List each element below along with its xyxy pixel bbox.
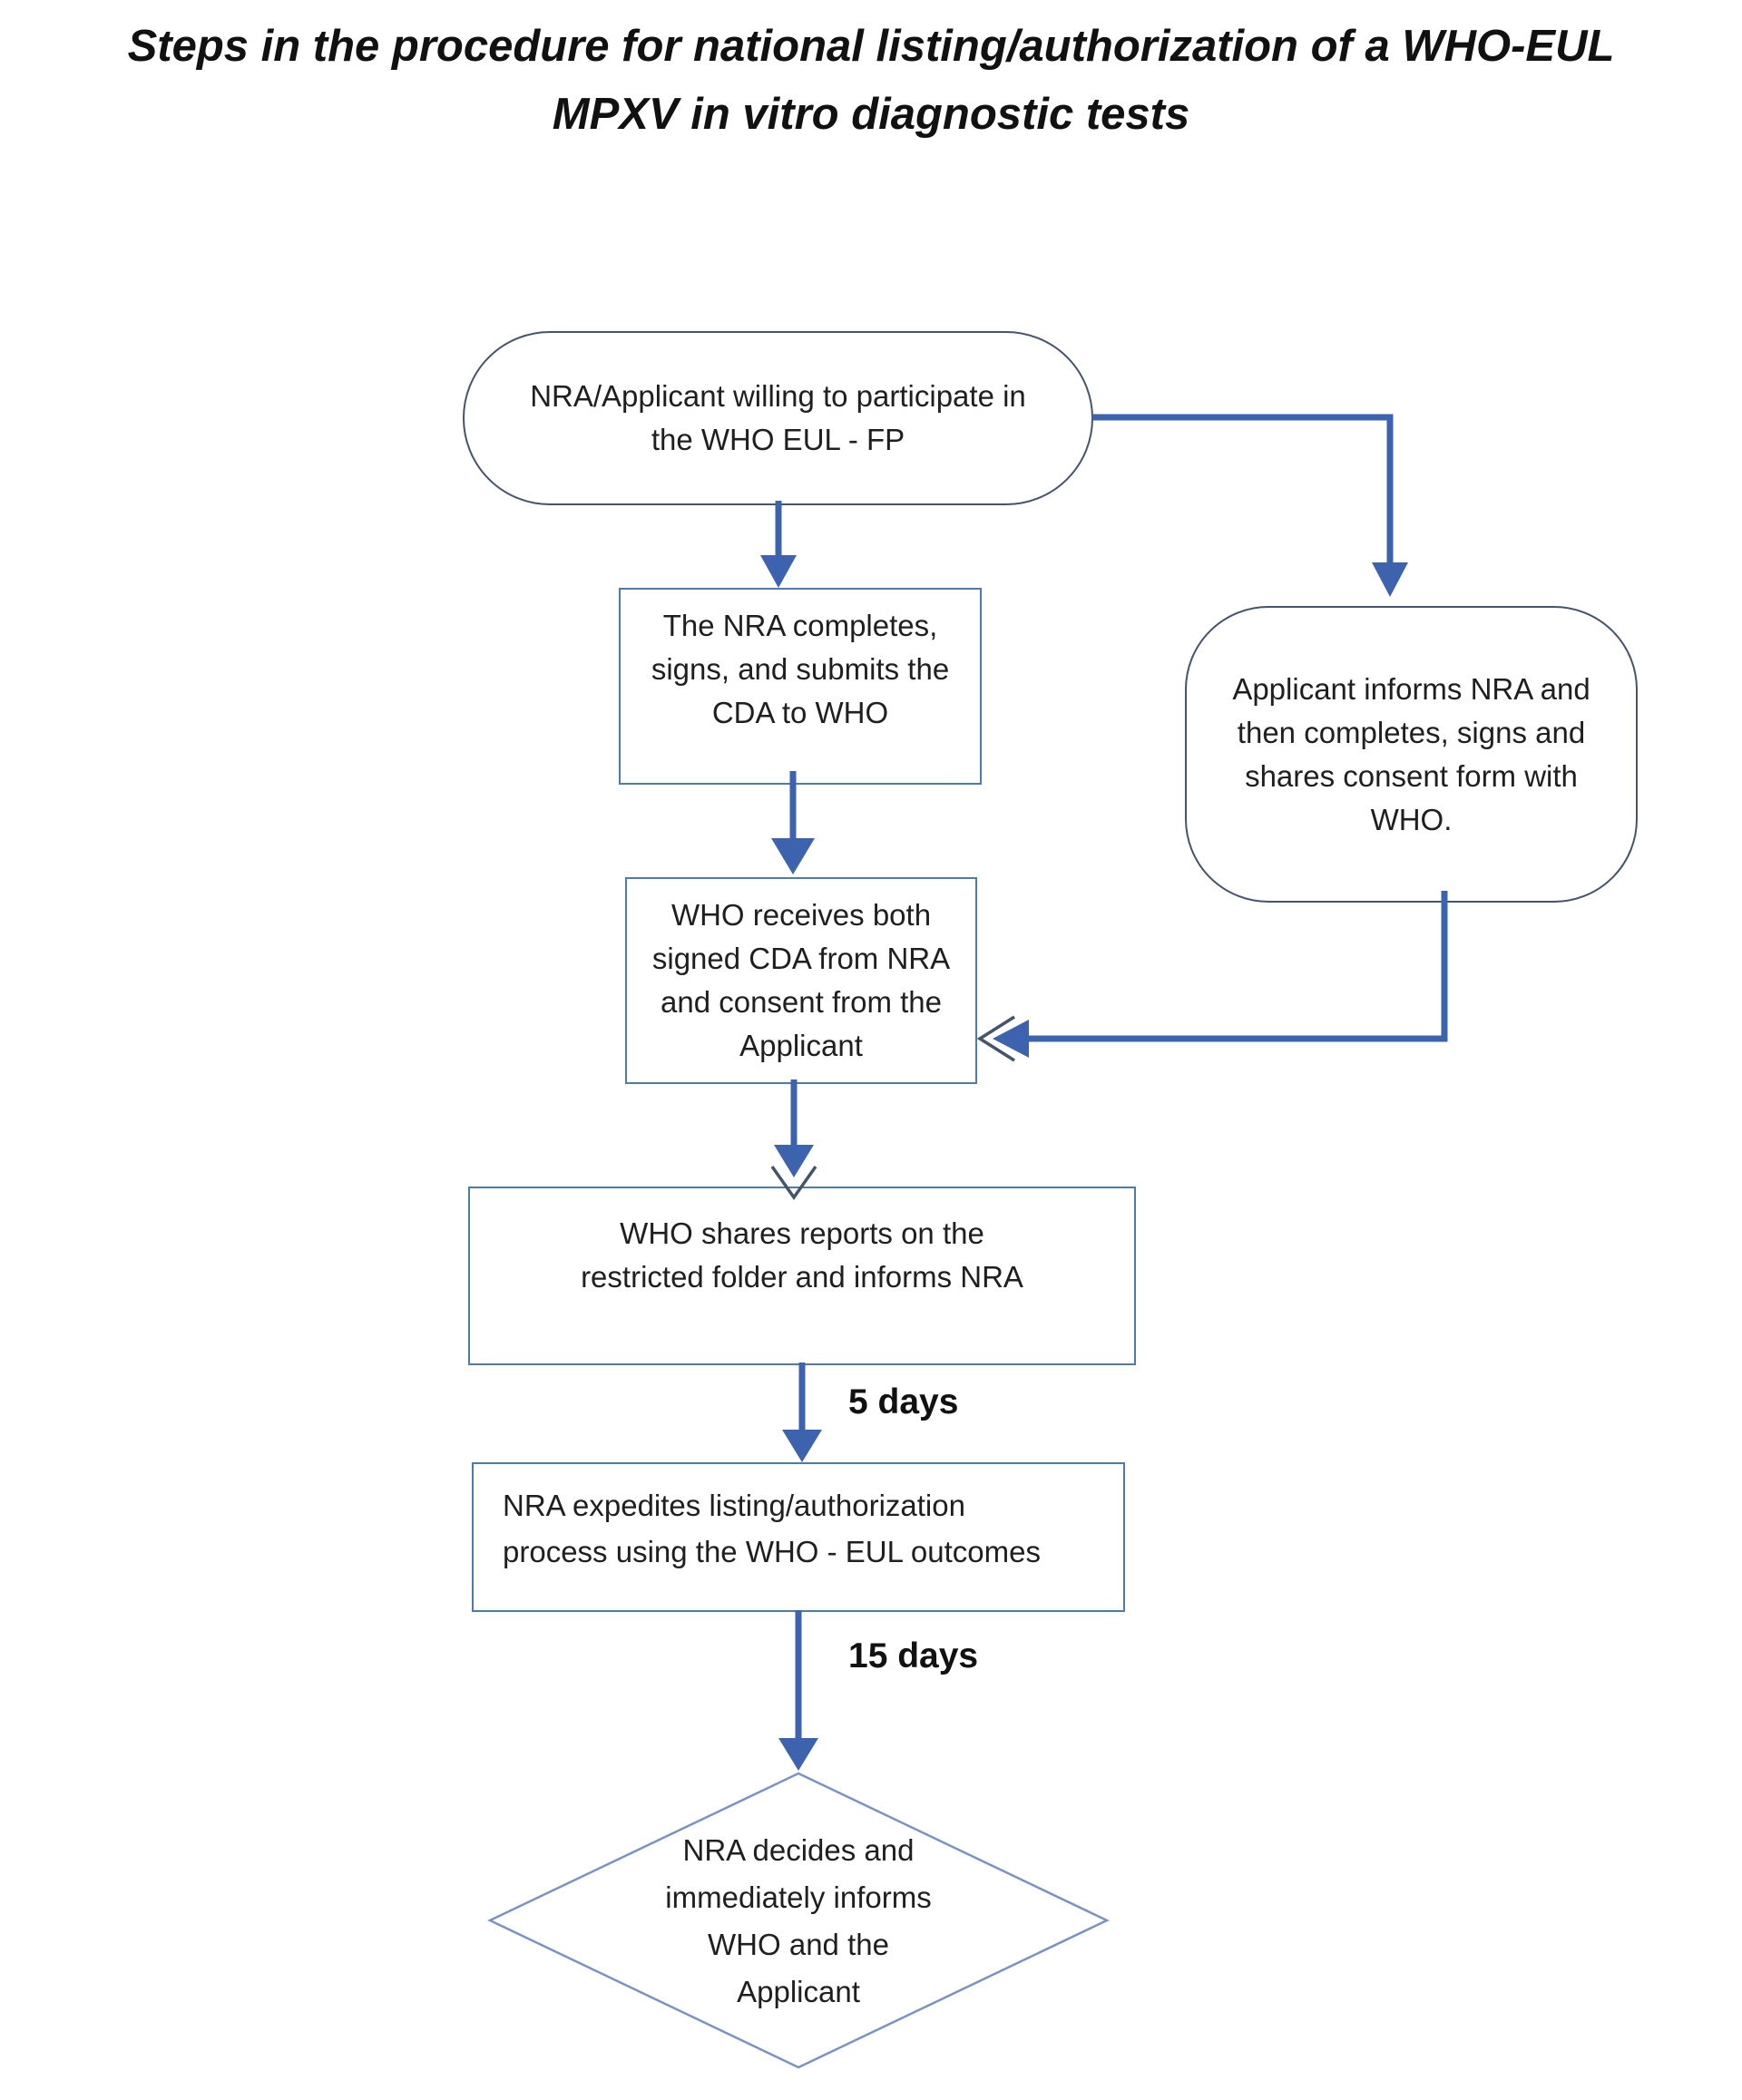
- arrowhead-applicant-to-who-receives: [993, 1020, 1029, 1058]
- arrowhead-who-receives-to-who-shares: [774, 1145, 814, 1177]
- node-who-shares-label: WHO shares reports on the restricted fol…: [581, 1216, 1023, 1294]
- edge-label-5-days: 5 days: [848, 1382, 959, 1421]
- chevron-applicant-to-who-receives: [976, 1015, 1015, 1062]
- edge-label-15-days: 15 days: [848, 1636, 979, 1675]
- node-nra-expedites-label: NRA expedites listing/authorization proc…: [503, 1489, 1042, 1568]
- arrowhead-start-to-nra-completes: [760, 555, 797, 588]
- arrowhead-nra-expedites-to-decision: [778, 1738, 818, 1771]
- node-who-shares-rect: WHO shares reports on the restricted fol…: [468, 1187, 1136, 1365]
- node-who-receives-label: WHO receives both signed CDA from NRA an…: [651, 898, 951, 1062]
- node-applicant-informs-label: Applicant informs NRA and then completes…: [1232, 671, 1590, 836]
- node-nra-completes-rect: The NRA completes, signs, and submits th…: [619, 588, 982, 785]
- arrowhead-nra-completes-to-who-receives: [771, 838, 815, 874]
- node-decision-label: NRA decides and immediately informs WHO …: [665, 1833, 932, 2008]
- node-decision-label-wrap: NRA decides and immediately informs WHO …: [626, 1822, 971, 2021]
- arrow-start-to-applicant: [1092, 414, 1394, 564]
- arrowhead-who-shares-to-nra-expedites: [782, 1430, 822, 1462]
- node-nra-expedites-rect: NRA expedites listing/authorization proc…: [472, 1462, 1125, 1612]
- node-nra-completes-label: The NRA completes, signs, and submits th…: [651, 609, 950, 729]
- node-applicant-informs-stadium: Applicant informs NRA and then completes…: [1185, 606, 1638, 903]
- arrowhead-start-to-applicant: [1372, 562, 1408, 597]
- arrow-applicant-to-who-receives: [1025, 891, 1448, 1042]
- node-start-stadium: NRA/Applicant willing to participate in …: [463, 331, 1093, 505]
- node-who-receives-rect: WHO receives both signed CDA from NRA an…: [625, 877, 977, 1084]
- page-title: Steps in the procedure for national list…: [127, 22, 1615, 139]
- node-start-label: NRA/Applicant willing to participate in …: [530, 379, 1026, 456]
